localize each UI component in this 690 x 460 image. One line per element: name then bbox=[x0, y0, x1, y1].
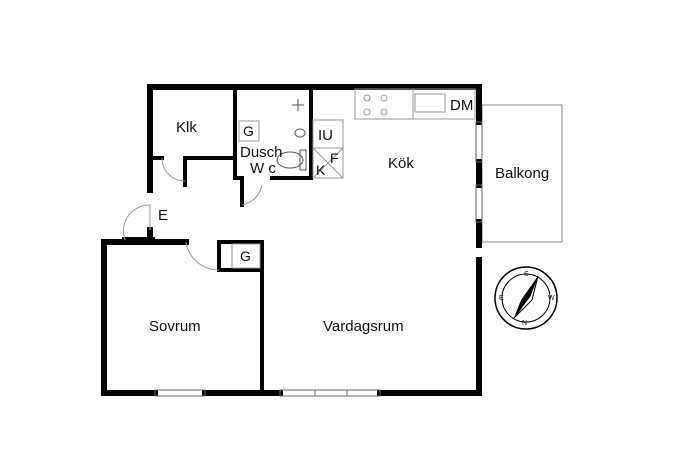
compass-label-east: E bbox=[499, 295, 504, 302]
room-label-dusch: Dusch bbox=[240, 144, 283, 161]
compass-label-south: S bbox=[524, 271, 529, 278]
room-label-balkong: Balkong bbox=[495, 165, 549, 182]
room-label-kok: Kök bbox=[388, 155, 414, 172]
label-bath-cabinet: G bbox=[243, 123, 254, 139]
windows bbox=[154, 121, 483, 397]
label-k: K bbox=[316, 162, 326, 178]
compass-label-north: N bbox=[522, 320, 527, 327]
exterior-walls bbox=[101, 84, 482, 396]
label-hall-cabinet: G bbox=[240, 248, 251, 264]
label-f: F bbox=[330, 150, 339, 166]
room-label-vardagsrum: Vardagsrum bbox=[323, 318, 404, 335]
label-iu: IU bbox=[318, 127, 333, 144]
compass-label-west: W bbox=[548, 295, 555, 302]
kitchen-fixtures bbox=[231, 88, 476, 269]
compass-rose: S N E W bbox=[494, 266, 558, 330]
room-label-sovrum: Sovrum bbox=[149, 318, 201, 335]
door-swings bbox=[122, 157, 263, 271]
room-label-wc: W c bbox=[250, 160, 276, 177]
room-label-entre: E bbox=[158, 207, 168, 224]
room-label-klk: Klk bbox=[176, 119, 197, 136]
interior-walls bbox=[150, 87, 313, 395]
compass-needle-icon bbox=[514, 276, 538, 318]
bath-fixtures bbox=[276, 99, 307, 171]
label-dm: DM bbox=[450, 97, 473, 114]
